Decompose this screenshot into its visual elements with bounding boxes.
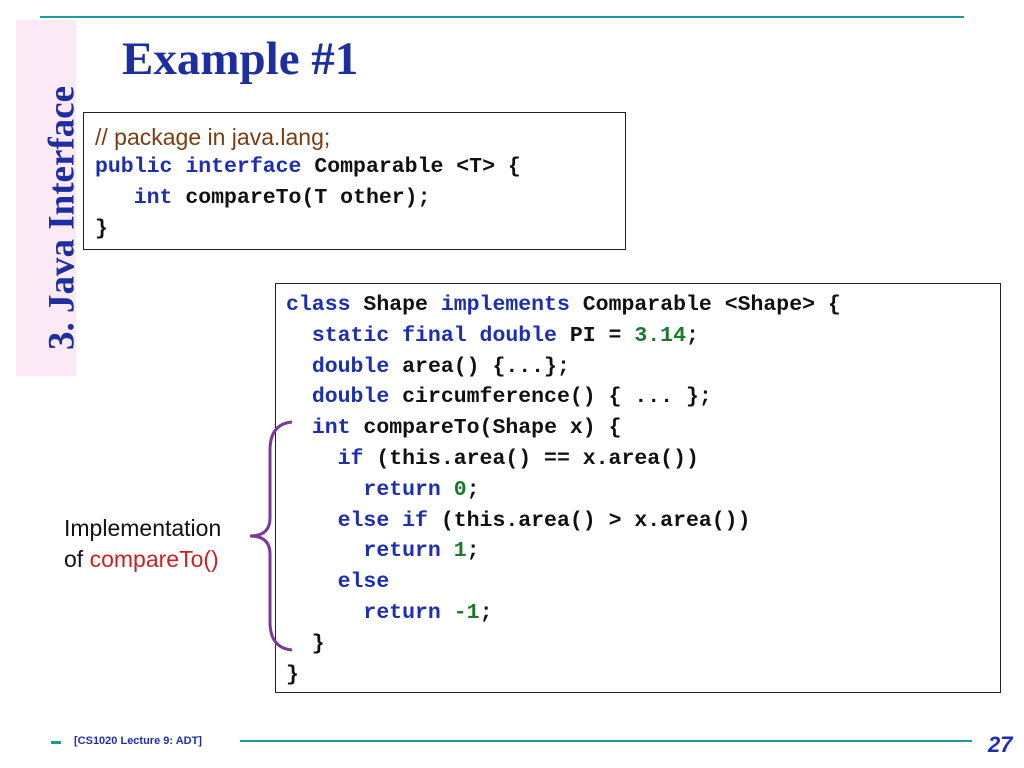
- code-text: compareTo(Shape x) {: [350, 416, 622, 441]
- curly-brace-icon: [249, 420, 293, 652]
- footer-course-label: [CS1020 Lecture 9: ADT]: [74, 735, 202, 747]
- class-code-lines: class Shape implements Comparable <Shape…: [286, 290, 990, 690]
- code-text: [172, 155, 185, 179]
- code-keyword: return: [363, 539, 441, 564]
- code-text: Comparable <T> {: [301, 155, 521, 179]
- code-text: circumference() { ... };: [389, 385, 712, 410]
- code-line: double area() {...};: [286, 352, 990, 383]
- code-line: if (this.area() == x.area()): [286, 444, 990, 475]
- code-text: [286, 478, 363, 502]
- code-text: [441, 539, 454, 563]
- code-line: }: [286, 660, 990, 691]
- note-line-2: of compareTo(): [64, 544, 221, 575]
- code-text: }: [286, 662, 299, 687]
- page-number: 27: [988, 732, 1013, 757]
- code-text: Shape: [350, 293, 441, 317]
- code-keyword: interface: [185, 155, 302, 179]
- code-number: 3.14: [634, 323, 686, 348]
- code-line: static final double PI = 3.14;: [286, 321, 990, 352]
- code-keyword: return: [363, 477, 441, 502]
- code-text: [286, 601, 363, 625]
- code-text: [286, 355, 312, 379]
- code-line: return 1;: [286, 536, 990, 567]
- code-keyword: class: [286, 293, 351, 317]
- code-keyword: public: [95, 155, 173, 179]
- code-keyword: int: [311, 416, 351, 441]
- code-number: -1: [453, 600, 480, 625]
- interface-code-lines: public interface Comparable <T> { int co…: [95, 152, 615, 244]
- code-text: [95, 186, 134, 210]
- note-prefix: of: [64, 546, 90, 572]
- footer-dash: [51, 741, 61, 744]
- code-text: ;: [466, 477, 480, 502]
- code-text: ;: [685, 323, 699, 348]
- code-line: else if (this.area() > x.area()): [286, 506, 990, 537]
- code-text: compareTo(T other);: [172, 185, 431, 210]
- code-number: 1: [453, 539, 467, 564]
- code-text: [286, 385, 312, 409]
- section-tab-label: 3. Java Interface: [41, 85, 83, 351]
- class-code-box: class Shape implements Comparable <Shape…: [275, 283, 1001, 693]
- code-text: [286, 539, 363, 563]
- code-text: [286, 324, 312, 348]
- code-line: return 0;: [286, 475, 990, 506]
- code-line: class Shape implements Comparable <Shape…: [286, 290, 990, 321]
- package-comment: // package in java.lang;: [95, 124, 331, 150]
- footer-rule: [240, 740, 972, 742]
- code-text: [441, 601, 454, 625]
- code-text: }: [286, 631, 325, 656]
- code-keyword: else: [337, 570, 390, 595]
- code-line: int compareTo(Shape x) {: [286, 413, 990, 444]
- code-keyword: if: [337, 446, 364, 471]
- code-keyword: static final double: [311, 323, 557, 348]
- interface-code-box: // package in java.lang; public interfac…: [83, 112, 626, 250]
- code-line: }: [286, 629, 990, 660]
- code-keyword: else if: [337, 508, 428, 533]
- code-line: public interface Comparable <T> {: [95, 152, 615, 183]
- code-text: ;: [479, 600, 493, 625]
- code-text: (this.area() > x.area()): [427, 508, 751, 533]
- code-text: Comparable <Shape> {: [569, 293, 841, 317]
- slide-title: Example #1: [122, 33, 359, 85]
- code-keyword: return: [363, 600, 441, 625]
- top-rule: [40, 16, 964, 18]
- code-keyword: double: [311, 385, 390, 410]
- code-keyword: int: [133, 185, 173, 210]
- code-text: ;: [466, 539, 480, 564]
- section-tab: 3. Java Interface: [16, 20, 83, 376]
- code-text: }: [95, 216, 108, 241]
- code-line: double circumference() { ... };: [286, 382, 990, 413]
- code-line: return -1;: [286, 598, 990, 629]
- code-text: PI =: [556, 323, 635, 348]
- code-text: area() {...};: [389, 354, 570, 379]
- implementation-note: Implementation of compareTo(): [64, 513, 221, 575]
- code-number: 0: [453, 477, 467, 502]
- code-text: [441, 478, 454, 502]
- code-keyword: implements: [440, 293, 570, 317]
- code-line: }: [95, 214, 615, 245]
- code-line: else: [286, 567, 990, 598]
- code-text: (this.area() == x.area()): [363, 446, 699, 471]
- note-method-name: compareTo(): [89, 546, 219, 572]
- note-line-1: Implementation: [64, 515, 222, 541]
- code-line: int compareTo(T other);: [95, 183, 615, 214]
- code-keyword: double: [311, 354, 390, 379]
